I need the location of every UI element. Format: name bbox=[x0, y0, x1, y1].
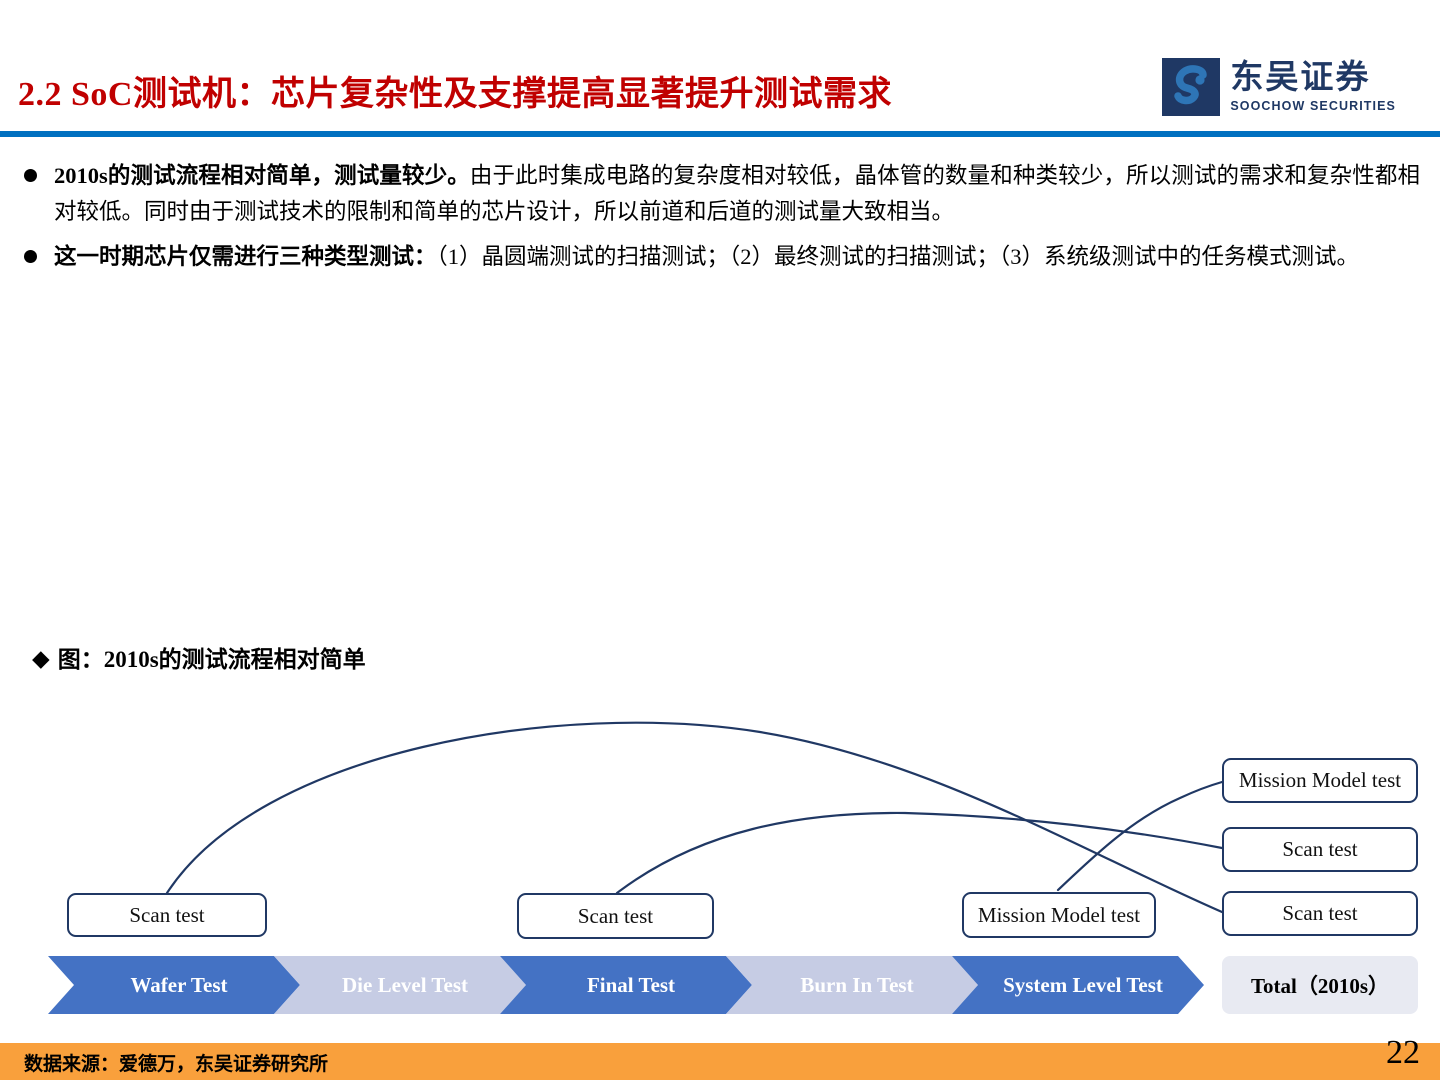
brand-name-cn: 东吴证券 bbox=[1230, 59, 1371, 96]
source-note: 数据来源：爱德万，东吴证券研究所 bbox=[24, 1054, 329, 1075]
bullet-list: 2010s的测试流程相对简单，测试量较少。由于此时集成电路的复杂度相对较低，晶体… bbox=[24, 158, 1420, 283]
summary-test-label: Scan test bbox=[1282, 901, 1358, 925]
stage-chevron-label: System Level Test bbox=[1003, 972, 1163, 997]
soochow-logo-icon bbox=[1162, 58, 1221, 116]
header-divider bbox=[0, 131, 1440, 137]
brand-name-en: SOOCHOW SECURITIES bbox=[1230, 98, 1396, 113]
bullet-body: （1）晶圆端测试的扫描测试；（2）最终测试的扫描测试；（3）系统级测试中的任务模… bbox=[436, 243, 1360, 269]
stage-chevron-burn-in-test[interactable]: Burn In Test bbox=[726, 956, 978, 1014]
stage-chevron-final-test[interactable]: Final Test bbox=[500, 956, 752, 1014]
total-box: Total（2010s） bbox=[1222, 956, 1418, 1014]
stage-chevron-label: Burn In Test bbox=[800, 972, 914, 997]
connector-system-mission bbox=[1056, 780, 1224, 892]
bullet-item: 这一时期芯片仅需进行三种类型测试：（1）晶圆端测试的扫描测试；（2）最终测试的扫… bbox=[24, 239, 1420, 275]
summary-test-label: Mission Model test bbox=[1238, 768, 1402, 792]
stage-chevron-wafer-test[interactable]: Wafer Test bbox=[48, 956, 300, 1014]
connector-wafer-scan bbox=[165, 721, 1224, 914]
page-title: 2.2 SoC测试机：芯片复杂性及支撑提高显著提升测试需求 bbox=[18, 76, 892, 113]
bullet-lead: 2010s的测试流程相对简单，测试量较少。 bbox=[54, 163, 470, 188]
bullet-dot-icon bbox=[24, 249, 37, 263]
connector-final-scan bbox=[615, 811, 1224, 895]
slide-header: 2.2 SoC测试机：芯片复杂性及支撑提高显著提升测试需求 东吴证券 SOOCH… bbox=[0, 0, 1440, 138]
stage-chevron-label: Final Test bbox=[586, 972, 676, 997]
stage-test-box-final[interactable]: Scan test bbox=[517, 893, 714, 939]
figure-caption-text: 图：2010s的测试流程相对简单 bbox=[57, 647, 366, 672]
summary-test-box-scan-2[interactable]: Scan test bbox=[1222, 891, 1418, 936]
figure-caption: ◆ 图：2010s的测试流程相对简单 bbox=[32, 640, 366, 674]
stage-test-label: Scan test bbox=[577, 903, 654, 928]
page-number: 22 bbox=[1386, 1034, 1420, 1071]
total-label: Total（2010s） bbox=[1250, 974, 1390, 998]
summary-test-box-scan-1[interactable]: Scan test bbox=[1222, 827, 1418, 872]
bullet-dot-icon bbox=[24, 169, 37, 182]
stage-chevron-die-level-test[interactable]: Die Level Test bbox=[274, 956, 526, 1014]
brand-logo-text: 东吴证券 SOOCHOW SECURITIES bbox=[1230, 59, 1396, 113]
diamond-bullet-icon: ◆ bbox=[32, 646, 50, 671]
process-stage-bar: Wafer Test Die Level Test Final Test Bur… bbox=[0, 956, 1440, 1014]
stage-chevron-label: Die Level Test bbox=[342, 972, 468, 997]
stage-chevron-system-level-test[interactable]: System Level Test bbox=[952, 956, 1204, 1014]
footer-band bbox=[0, 1043, 1440, 1080]
summary-test-label: Scan test bbox=[1282, 837, 1358, 861]
summary-test-box-mission-model[interactable]: Mission Model test bbox=[1222, 758, 1418, 803]
bullet-body: 由于此时集成电路的复杂度相对较低，晶体管的数量和种类较少，所以测试的需求和复杂性… bbox=[54, 163, 1420, 225]
stage-test-box-wafer[interactable]: Scan test bbox=[67, 893, 267, 937]
brand-logo: 东吴证券 SOOCHOW SECURITIES bbox=[1162, 58, 1396, 116]
stage-test-label: Mission Model test bbox=[977, 902, 1141, 927]
stage-test-label: Scan test bbox=[129, 902, 205, 927]
bullet-text: 2010s的测试流程相对简单，测试量较少。由于此时集成电路的复杂度相对较低，晶体… bbox=[54, 158, 1420, 231]
stage-chevron-label: Wafer Test bbox=[130, 972, 228, 997]
bullet-item: 2010s的测试流程相对简单，测试量较少。由于此时集成电路的复杂度相对较低，晶体… bbox=[24, 158, 1420, 231]
test-flow-diagram: Scan test Scan test Mission Model test M… bbox=[0, 690, 1440, 1020]
bullet-text: 这一时期芯片仅需进行三种类型测试：（1）晶圆端测试的扫描测试；（2）最终测试的扫… bbox=[54, 239, 1359, 275]
stage-test-box-system[interactable]: Mission Model test bbox=[962, 892, 1156, 938]
bullet-lead: 这一时期芯片仅需进行三种类型测试： bbox=[54, 243, 437, 269]
